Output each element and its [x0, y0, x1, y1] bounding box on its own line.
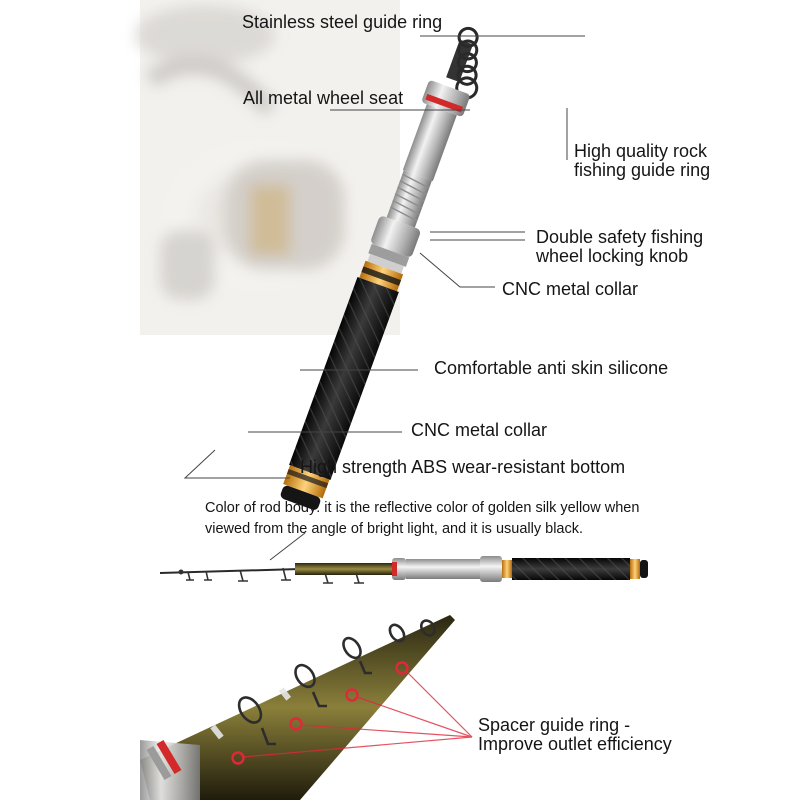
rod-closeup — [280, 26, 479, 510]
callout-lines — [183, 35, 585, 479]
label-spacer-1: Spacer guide ring - — [478, 715, 631, 735]
note-line-2: viewed from the angle of bright light, a… — [205, 521, 584, 537]
blurred-reel-background — [135, 0, 400, 335]
label-collar-top: CNC metal collar — [502, 279, 639, 299]
rod-full-view — [159, 532, 648, 584]
label-spacer-2: Improve outlet efficiency — [478, 734, 672, 754]
label-rock-ring-1: High quality rock — [574, 141, 708, 161]
label-wheel-seat: All metal wheel seat — [243, 88, 404, 108]
label-locking-knob-2: wheel locking knob — [536, 246, 689, 266]
label-locking-knob-1: Double safety fishing — [536, 227, 704, 247]
label-collar-bottom: CNC metal collar — [411, 420, 548, 440]
label-guide-ring: Stainless steel guide ring — [242, 12, 443, 32]
spacer-markers — [231, 661, 409, 765]
label-rock-ring-2: fishing guide ring — [574, 160, 711, 180]
label-abs-bottom: High strength ABS wear-resistant bottom — [300, 457, 626, 477]
rod-color-note: Color of rod body: it is the reflective … — [205, 498, 765, 540]
note-line-1: Color of rod body: it is the reflective … — [205, 500, 640, 516]
spacer-ring-closeup — [140, 615, 473, 800]
label-silicone: Comfortable anti skin silicone — [434, 358, 669, 378]
